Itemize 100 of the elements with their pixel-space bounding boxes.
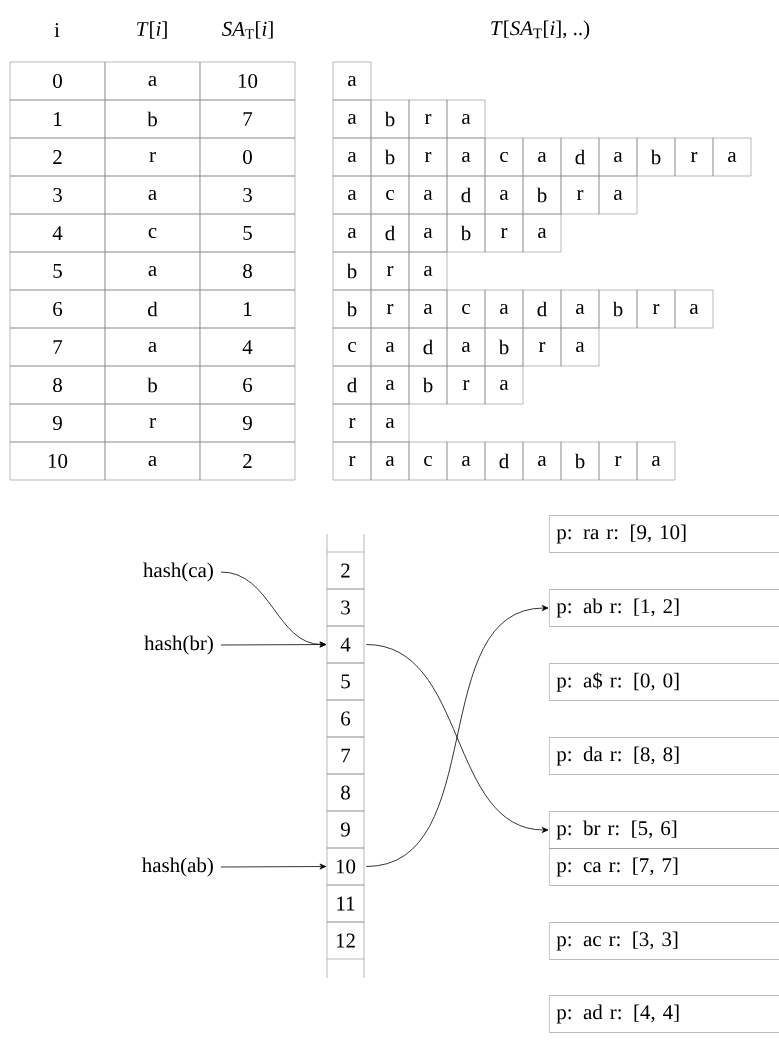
table-cell: 5 <box>199 213 296 253</box>
letter-cell: b <box>484 327 524 367</box>
letter-cell: a <box>446 99 486 139</box>
letter-cell: a <box>484 365 524 405</box>
letter-cell: r <box>484 213 524 253</box>
letter-cell: r <box>370 251 410 291</box>
record-box: p: ab r: [1, 2] <box>549 589 779 627</box>
letter-cell: a <box>370 441 410 481</box>
hash-call-text: hash(br) <box>144 635 213 655</box>
letter-cell: b <box>560 441 600 481</box>
table-cell: 3 <box>9 175 106 215</box>
letter-cell: d <box>522 289 562 329</box>
table-cell: b <box>104 99 201 139</box>
letter-cell: a <box>332 99 372 139</box>
letter-cell: b <box>636 137 676 177</box>
table-cell: c <box>104 213 201 253</box>
letter-cell: r <box>332 403 372 443</box>
letter-cell: r <box>522 327 562 367</box>
letter-cell: a <box>560 289 600 329</box>
letter-cell: b <box>446 213 486 253</box>
letter-cell: r <box>408 137 448 177</box>
table-cell: 8 <box>9 365 106 405</box>
letter-cell: r <box>370 289 410 329</box>
letter-cell: a <box>370 365 410 405</box>
table-cell: a <box>104 327 201 367</box>
letter-cell: a <box>408 289 448 329</box>
column-header: T[i] <box>137 21 167 39</box>
table-cell: r <box>104 403 201 443</box>
letter-cell: r <box>408 99 448 139</box>
table-cell: 10 <box>9 441 106 481</box>
table-cell: 1 <box>199 289 296 329</box>
letter-cell: b <box>408 365 448 405</box>
letter-cell: a <box>636 441 676 481</box>
bucket-cell: 11 <box>326 884 365 923</box>
letter-cell: r <box>560 175 600 215</box>
letter-cell: d <box>484 441 524 481</box>
letter-cell: a <box>560 327 600 367</box>
letter-cell: r <box>636 289 676 329</box>
bucket-cell: 2 <box>326 551 365 590</box>
table-cell: 6 <box>9 289 106 329</box>
letter-cell: a <box>522 137 562 177</box>
table-cell: 2 <box>199 441 296 481</box>
hash-call-text: hash(ab) <box>142 857 213 877</box>
letter-cell: b <box>332 251 372 291</box>
letter-cell: a <box>408 251 448 291</box>
letter-cell: d <box>332 365 372 405</box>
letter-cell: a <box>370 403 410 443</box>
bucket-cell: 3 <box>326 588 365 627</box>
table-cell: 7 <box>9 327 106 367</box>
letter-cell: c <box>370 175 410 215</box>
table-cell: 0 <box>9 61 106 101</box>
table-cell: a <box>104 251 201 291</box>
record-box: p: ra r: [9, 10] <box>549 515 779 553</box>
letter-cell: b <box>598 289 638 329</box>
table-cell: 1 <box>9 99 106 139</box>
hash-call-text: hash(ca) <box>143 562 213 582</box>
letter-cell: r <box>598 441 638 481</box>
letter-cell: c <box>408 441 448 481</box>
table-cell: 7 <box>199 99 296 139</box>
letter-cell: a <box>446 327 486 367</box>
arrow <box>365 644 549 833</box>
record-box: p: da r: [8, 8] <box>549 737 779 775</box>
record-box: p: ac r: [3, 3] <box>549 922 779 960</box>
letter-cell: a <box>522 213 562 253</box>
letter-cell: r <box>674 137 714 177</box>
letter-cell: a <box>674 289 714 329</box>
letter-cell: d <box>408 327 448 367</box>
letter-cell: c <box>484 137 524 177</box>
letter-cell: b <box>370 99 410 139</box>
record-box: p: ca r: [7, 7] <box>549 848 779 886</box>
letter-cell: b <box>332 289 372 329</box>
table-cell: 4 <box>199 327 296 367</box>
arrow <box>365 605 549 867</box>
table-cell: 2 <box>9 137 106 177</box>
letter-cell: r <box>446 365 486 405</box>
letter-cell: a <box>332 137 372 177</box>
table-cell: r <box>104 137 201 177</box>
letter-cell: a <box>484 175 524 215</box>
column-header: SA$_{T}$[i] <box>222 21 273 39</box>
letter-cell: a <box>332 213 372 253</box>
letter-cell: a <box>446 137 486 177</box>
letter-cell: a <box>408 175 448 215</box>
letter-cell: r <box>332 441 372 481</box>
bucket-cell: 6 <box>326 699 365 738</box>
column-header: T[SA$_{T}$[i], ..) <box>491 20 590 40</box>
letter-cell: a <box>522 441 562 481</box>
letter-cell: d <box>560 137 600 177</box>
table-cell: 0 <box>199 137 296 177</box>
letter-cell: a <box>332 61 372 101</box>
table-cell: 8 <box>199 251 296 291</box>
letter-cell: a <box>370 327 410 367</box>
bucket-cell: 10 <box>326 847 365 886</box>
table-cell: 4 <box>9 213 106 253</box>
arrow <box>220 641 327 648</box>
table-cell: 9 <box>199 403 296 443</box>
letter-cell: d <box>446 175 486 215</box>
bucket-cell: 9 <box>326 810 365 849</box>
bucket-cell: 7 <box>326 736 365 775</box>
letter-cell: a <box>598 137 638 177</box>
record-box: p: a$ r: [0, 0] <box>549 663 779 701</box>
